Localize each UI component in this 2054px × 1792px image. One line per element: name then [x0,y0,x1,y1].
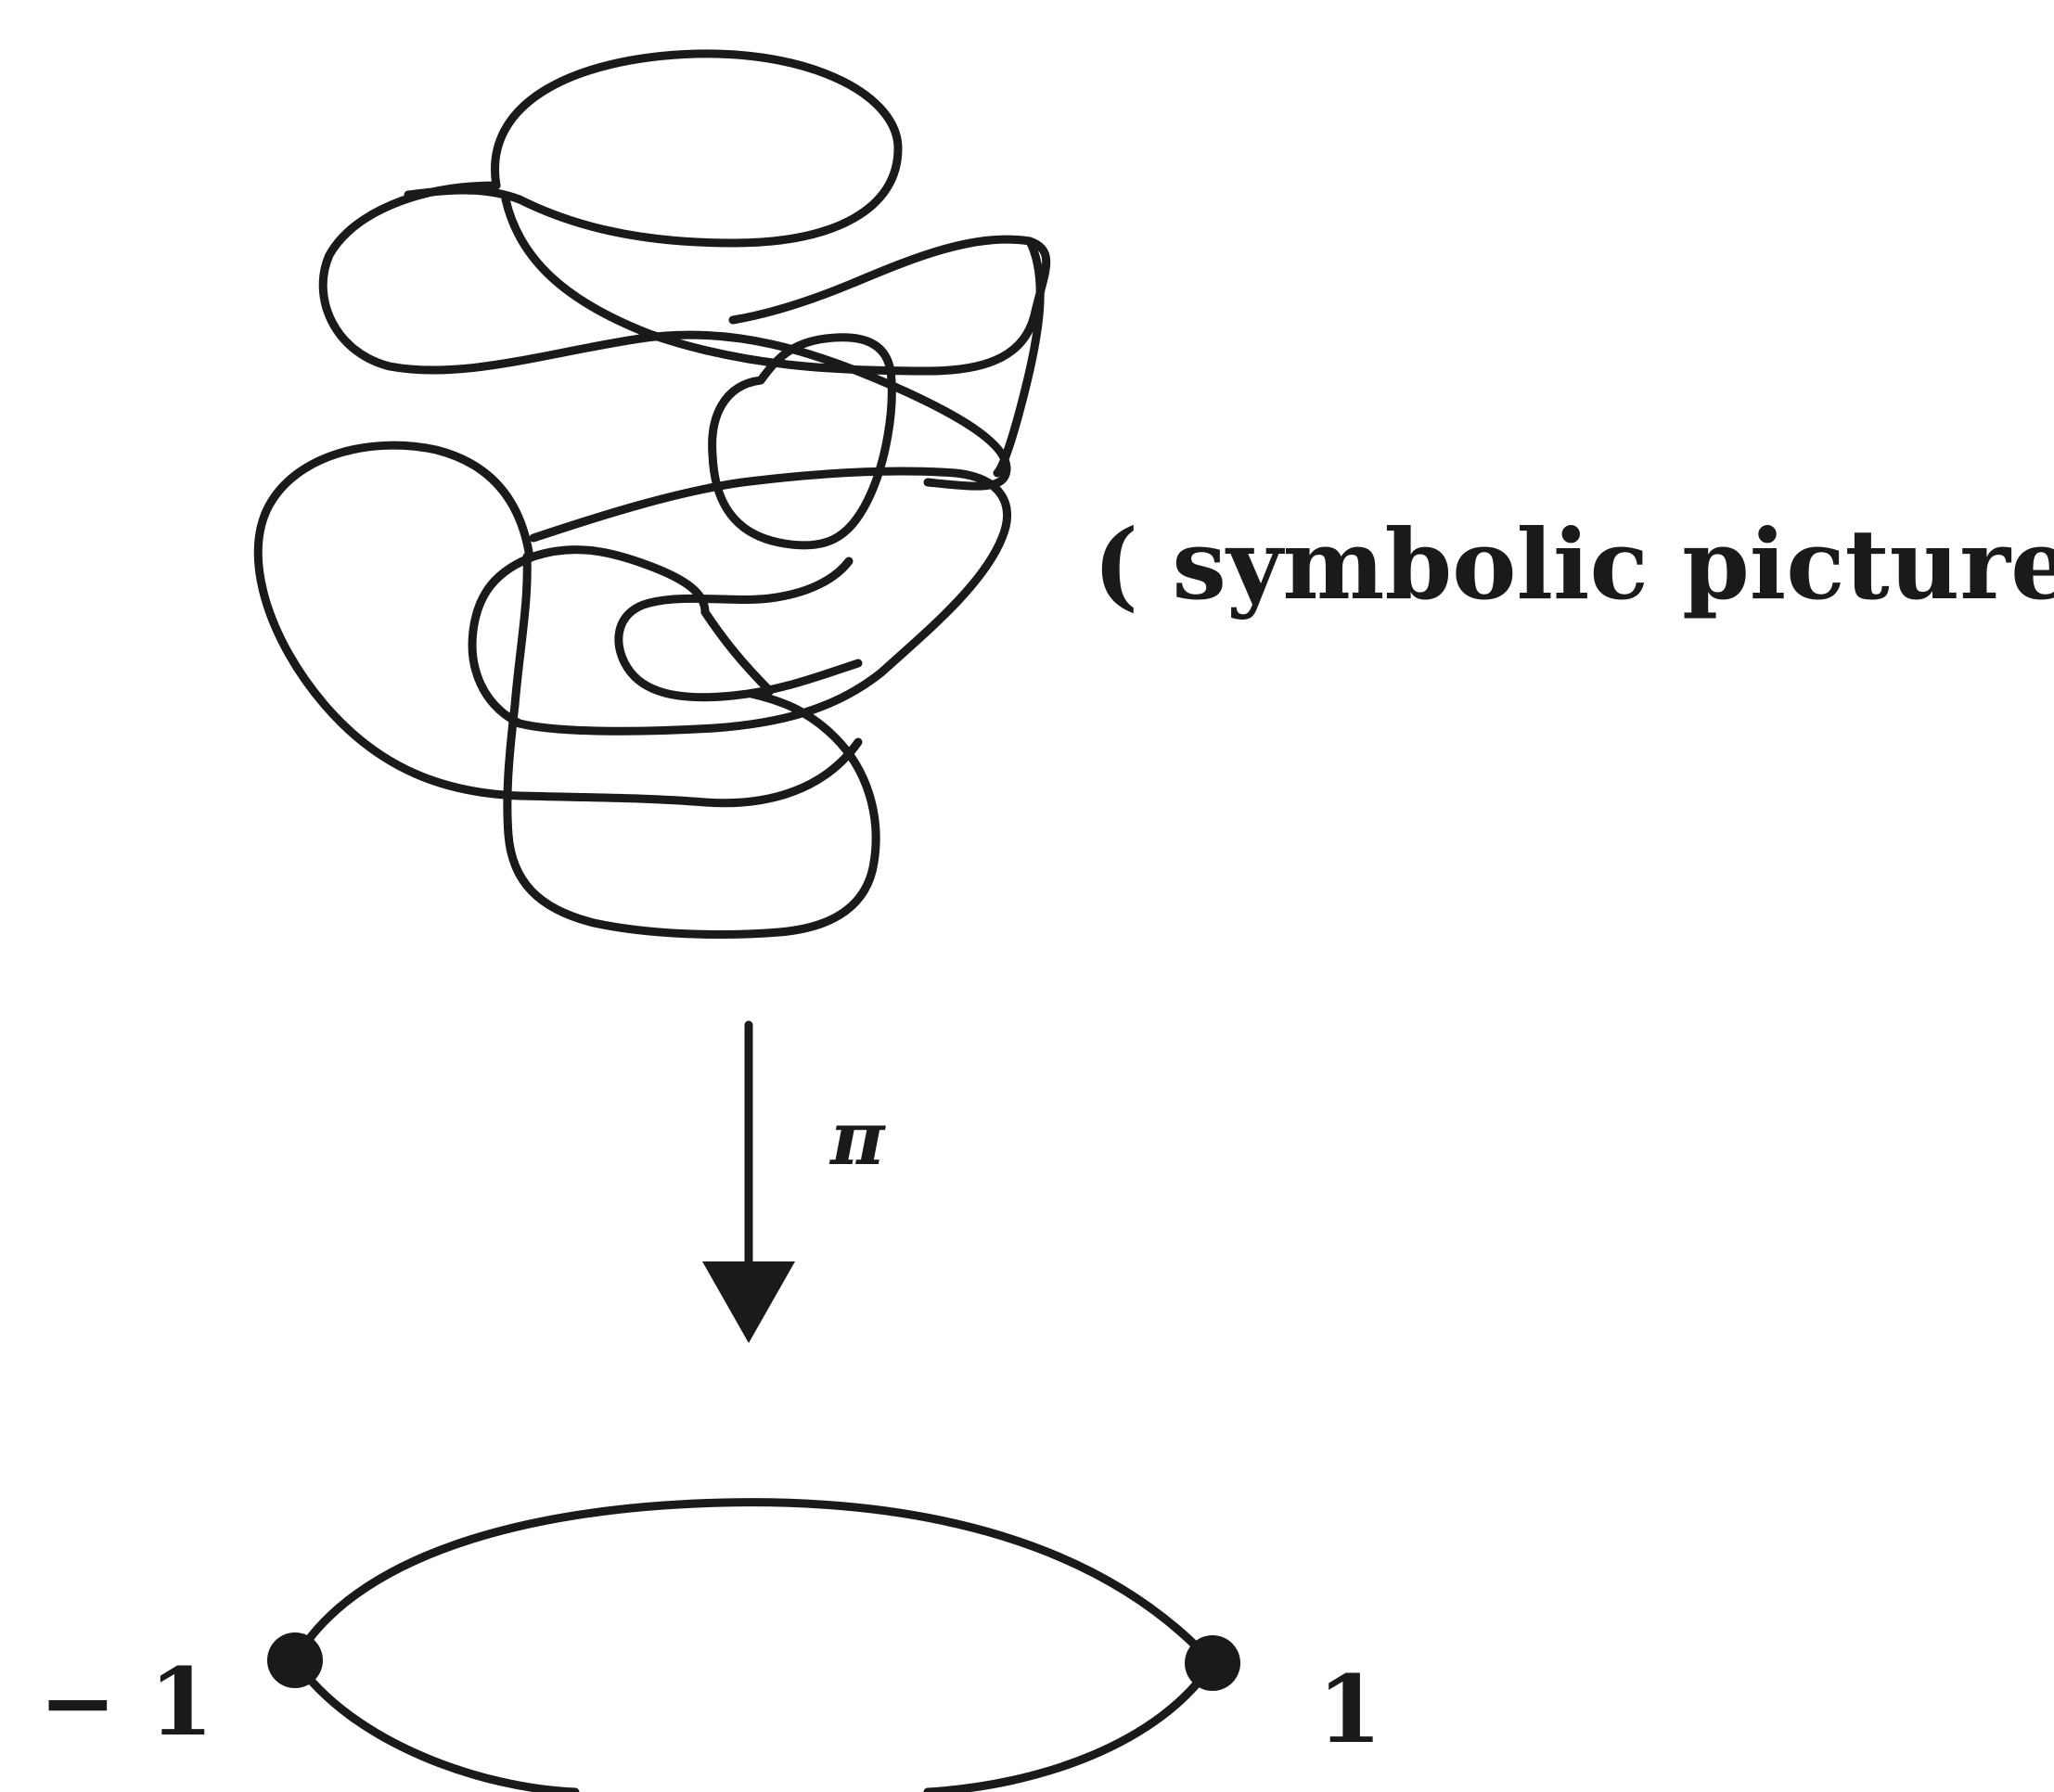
tangle-s-curve [614,557,863,702]
base-circle-upper-arc [290,1498,1217,1668]
arrowhead-icon [702,1261,795,1343]
tangled-curve [253,49,1051,940]
point-label-one: 1 [1317,1655,1382,1764]
tangle-inner-loops [468,545,710,728]
tangle-upper-inner [501,195,1051,376]
projection-arrow [702,1020,795,1343]
point-one-dot [1185,1635,1240,1691]
base-circle [267,1498,1240,1792]
tangle-middle-band [515,467,1012,736]
tangle-top-loop [404,49,903,248]
tangle-bottom-connect [700,608,775,696]
map-label-pi: π [828,1094,886,1182]
point-label-minus-one: − 1 [39,1647,213,1757]
tangle-center-square [708,333,896,550]
tangle-left-upper-loop [318,181,1011,491]
tangle-left-big-loop [253,441,863,808]
tangle-vertical-strand [503,552,880,940]
caption-symbolic-picture: ( symbolic picture) [1093,507,2054,621]
base-circle-lower-arc [290,1656,1217,1792]
point-minus-one-dot [267,1632,323,1688]
tangle-right-arm [993,237,1045,478]
